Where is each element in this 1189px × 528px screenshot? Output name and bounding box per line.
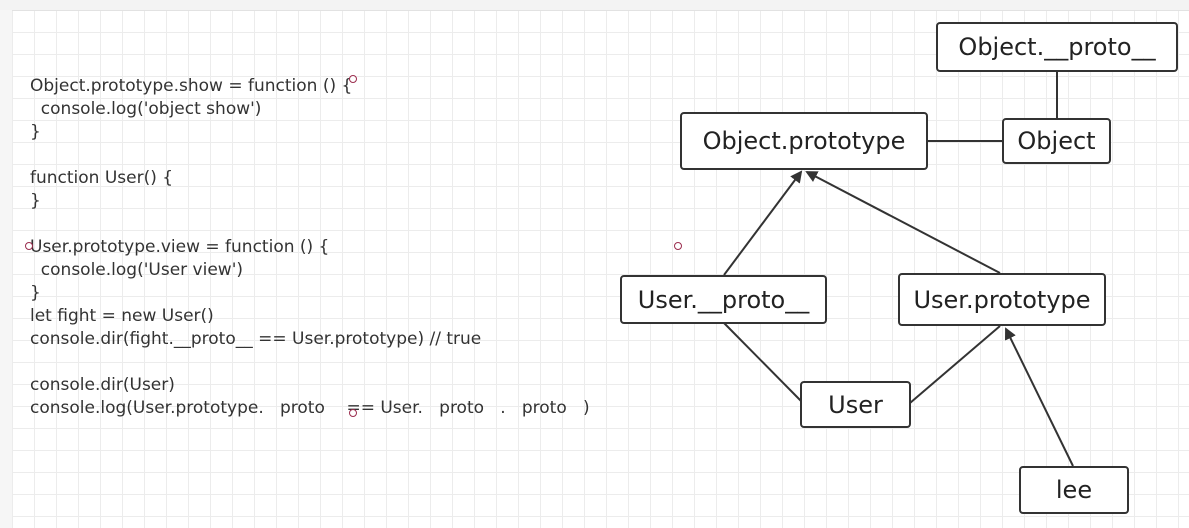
code-line: } — [30, 283, 41, 303]
code-line: } — [30, 122, 41, 142]
code-line: function User() { — [30, 168, 174, 188]
code-line: console.log(User.prototype. proto == Use… — [30, 398, 590, 418]
node-user-prototype[interactable]: User.prototype — [898, 273, 1106, 326]
node-object-prototype[interactable]: Object.prototype — [680, 112, 928, 170]
connection-point-marker[interactable] — [25, 242, 33, 250]
code-line: console.dir(fight.__proto__ == User.prot… — [30, 329, 482, 349]
node-object[interactable]: Object — [1002, 118, 1111, 164]
arrow-user-proto-to-object-prototype[interactable] — [723, 170, 803, 276]
code-line: console.dir(User) — [30, 375, 175, 395]
node-label: User — [828, 390, 883, 419]
code-line: } — [30, 191, 41, 211]
node-lee[interactable]: lee — [1019, 466, 1129, 514]
code-line: console.log('User view') — [30, 260, 243, 280]
connection-point-marker[interactable] — [349, 409, 357, 417]
arrow-lee-to-user-prototype[interactable] — [1005, 327, 1074, 467]
node-label: Object.__proto__ — [958, 33, 1156, 61]
node-label: User.__proto__ — [637, 285, 810, 314]
code-line: User.prototype.view = function () { — [30, 237, 330, 257]
node-label: User.prototype — [913, 285, 1091, 314]
code-line: console.log('object show') — [30, 99, 262, 119]
arrow-user-prototype-to-object-prototype[interactable] — [805, 171, 1001, 274]
node-user-proto-dunder[interactable]: User.__proto__ — [620, 275, 827, 324]
connection-point-marker[interactable] — [349, 75, 357, 83]
code-line: Object.prototype.show = function () { — [30, 76, 353, 96]
node-user[interactable]: User — [800, 381, 911, 428]
node-label: lee — [1055, 476, 1093, 504]
connector-user-to-user-proto[interactable] — [723, 322, 804, 404]
node-object-proto-dunder[interactable]: Object.__proto__ — [936, 22, 1178, 72]
node-label: Object — [1017, 127, 1096, 155]
top-toolbar-strip — [0, 0, 1189, 11]
node-label: Object.prototype — [702, 127, 906, 155]
connection-point-marker[interactable] — [674, 242, 682, 250]
code-line: let fight = new User() — [30, 306, 214, 326]
connector-user-to-user-prototype[interactable] — [909, 325, 1001, 404]
left-ruler-strip — [0, 10, 12, 528]
